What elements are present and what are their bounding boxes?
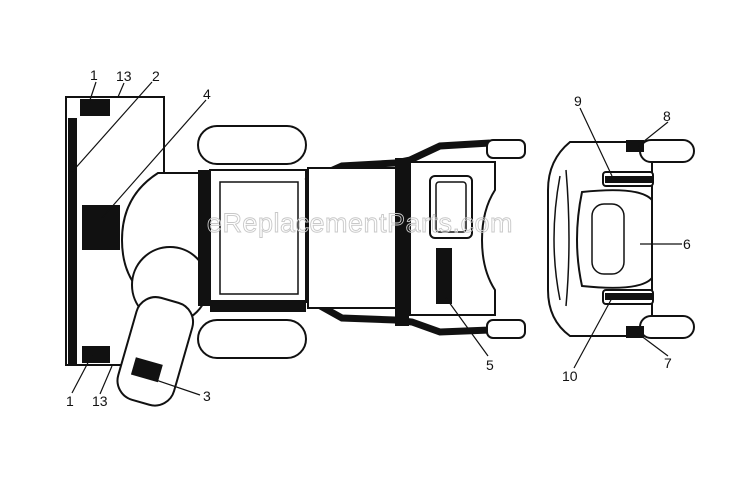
callout-1-bottom: 1 <box>66 393 74 409</box>
seat-body <box>116 172 209 407</box>
decal-2 <box>68 118 77 366</box>
tire-top-left <box>197 125 307 165</box>
axle-tip-bottom <box>486 319 526 339</box>
decal-8 <box>626 140 644 152</box>
front-tire-top <box>639 139 695 163</box>
decal-10 <box>605 293 653 300</box>
steering-arm <box>116 296 195 407</box>
front-tire-bottom <box>639 315 695 339</box>
tire-bottom-left <box>197 319 307 359</box>
watermark: eReplacementParts.com <box>207 208 513 238</box>
callout-8: 8 <box>663 108 671 124</box>
callout-5: 5 <box>486 357 494 373</box>
callout-7: 7 <box>664 355 672 371</box>
callout-1-top: 1 <box>90 67 98 83</box>
hood-front <box>547 141 654 337</box>
callout-3: 3 <box>203 388 211 404</box>
headlight <box>591 203 625 275</box>
leader-lines <box>71 81 682 396</box>
decal-1-top <box>80 99 110 116</box>
decal-3 <box>130 357 163 383</box>
chassis-rails <box>304 139 491 336</box>
frame-center <box>209 169 307 312</box>
decal-9 <box>605 176 653 183</box>
callout-13-bottom: 13 <box>92 393 108 409</box>
decal-5 <box>436 248 452 304</box>
decal-1-bottom <box>82 346 110 363</box>
callout-9: 9 <box>574 93 582 109</box>
callout-2: 2 <box>152 68 160 84</box>
dash-panel <box>409 161 496 316</box>
callout-4: 4 <box>203 86 211 102</box>
decal-4 <box>82 205 120 250</box>
callouts: 1 13 2 4 1 13 3 5 9 8 6 10 7 <box>66 67 691 409</box>
callout-6: 6 <box>683 236 691 252</box>
callout-13-top: 13 <box>116 68 132 84</box>
callout-10: 10 <box>562 368 578 384</box>
axle-tip-top <box>486 139 526 159</box>
